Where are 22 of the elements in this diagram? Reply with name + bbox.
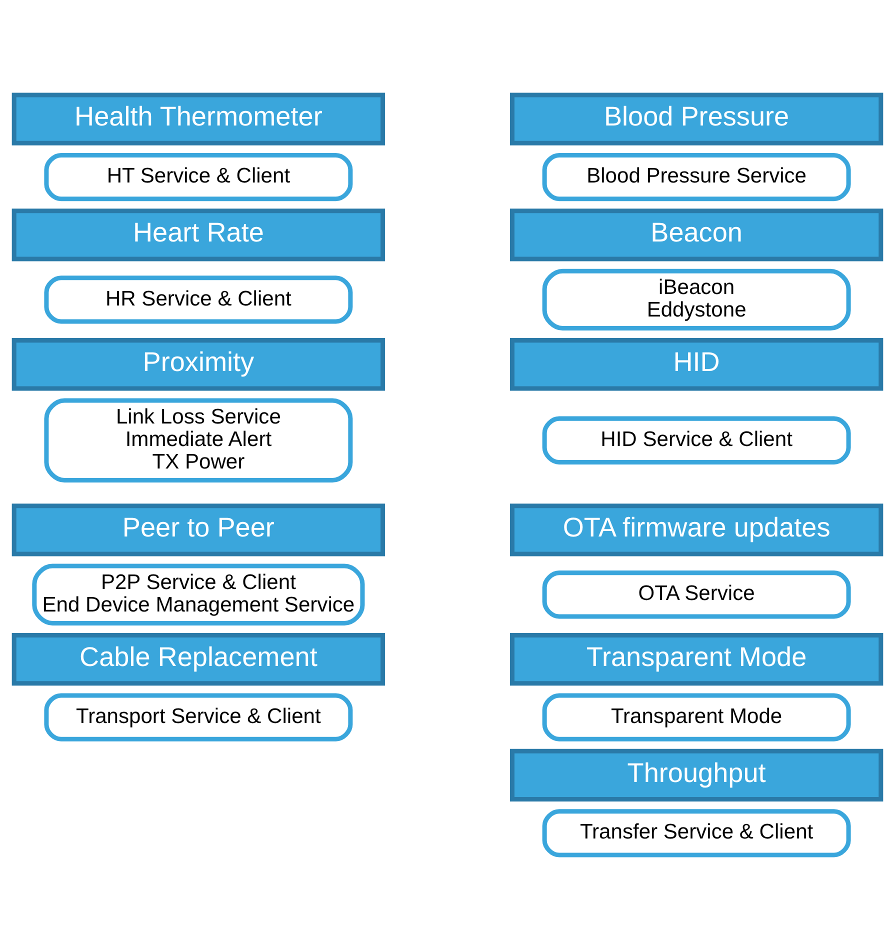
- node-box: OTA Service: [542, 570, 851, 619]
- node-box: Peer to Peer: [12, 504, 386, 556]
- node-box: Transport Service & Client: [44, 693, 353, 742]
- node-box: Transparent Mode: [542, 693, 851, 742]
- node-box: Proximity: [12, 338, 386, 391]
- node-box: OTA firmware updates: [510, 504, 884, 556]
- node-box: iBeacon Eddystone: [542, 268, 851, 331]
- node-box: Blood Pressure Service: [542, 152, 851, 202]
- node-box: Heart Rate: [12, 208, 386, 262]
- node-box: Health Thermometer: [12, 92, 386, 146]
- node-box: Transparent Mode: [510, 633, 884, 686]
- node-box: Beacon: [510, 208, 884, 262]
- node-box: P2P Service & Client End Device Management Service: [32, 564, 365, 626]
- node-box: Link Loss Service Immediate Alert TX Power: [44, 398, 353, 483]
- node-box: Cable Replacement: [12, 633, 386, 686]
- node-box: Transfer Service & Client: [542, 809, 851, 858]
- node-box: Throughput: [510, 748, 884, 802]
- node-box: HID Service & Client: [542, 416, 851, 464]
- node-box: HT Service & Client: [44, 152, 353, 202]
- node-box: HR Service & Client: [44, 276, 353, 324]
- node-box: Blood Pressure: [510, 92, 884, 146]
- node-box: HID: [510, 338, 884, 391]
